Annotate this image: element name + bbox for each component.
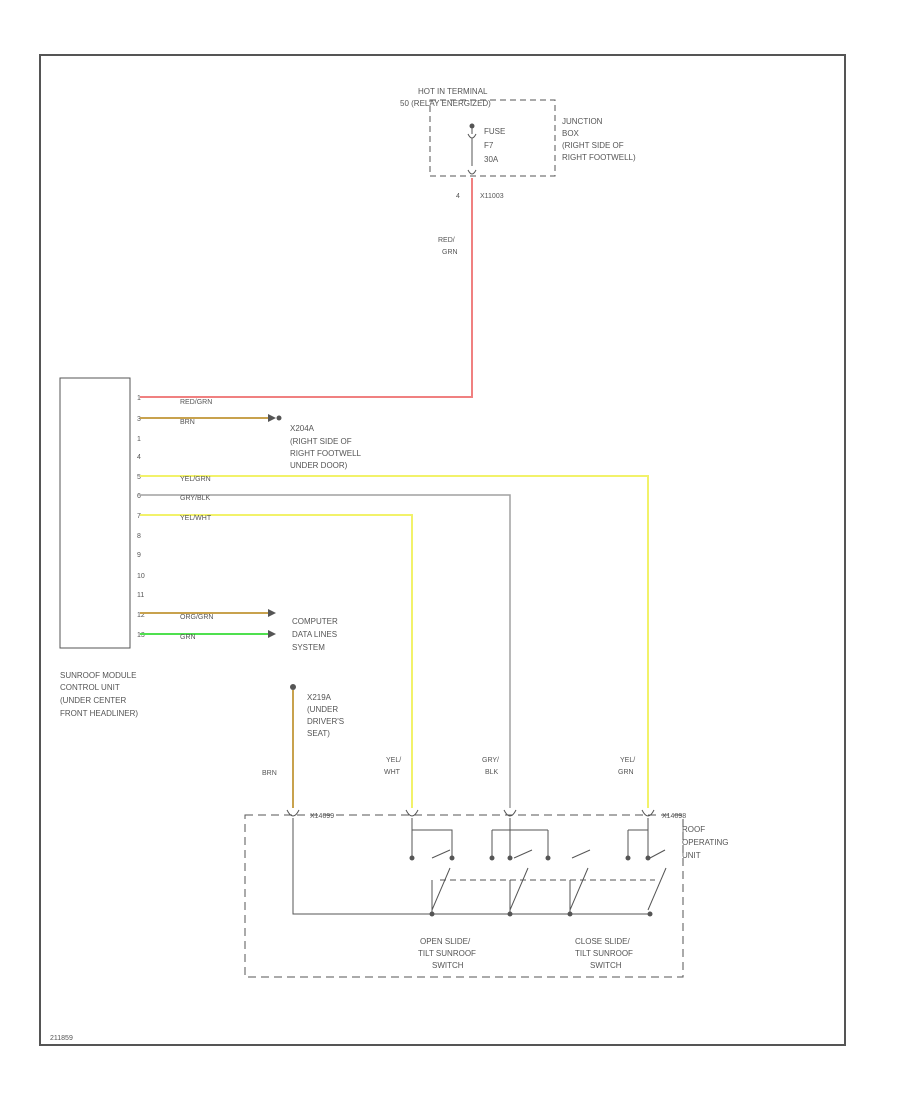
wire-label-grn: GRN bbox=[180, 634, 196, 641]
computer-line1: COMPUTER bbox=[292, 617, 338, 626]
wire-label-gry-blk: GRY/BLK bbox=[180, 495, 211, 502]
ground-x204a-line2: (RIGHT SIDE OF bbox=[290, 437, 352, 446]
switch-internal-wiring bbox=[292, 818, 667, 915]
diagram-frame bbox=[39, 54, 846, 1046]
open-switch-line1: OPEN SLIDE/ bbox=[420, 937, 471, 946]
switch-wire-yel-wht-2: WHT bbox=[384, 769, 401, 776]
ground-x219a-line1: X219A bbox=[307, 693, 332, 702]
module-pin-6: 6 bbox=[137, 493, 141, 500]
module-label-line1: SUNROOF MODULE bbox=[60, 671, 136, 680]
fuse-connector-id: X11003 bbox=[480, 193, 504, 200]
module-pin-13: 13 bbox=[137, 632, 145, 639]
wire-gry-blk bbox=[140, 494, 511, 808]
junction-box-outline bbox=[429, 99, 556, 177]
switch-conn-right: X14098 bbox=[662, 813, 686, 820]
sunroof-module-box bbox=[59, 377, 131, 649]
switch-conn-left: X14099 bbox=[310, 813, 334, 820]
ground-x219a-line4: SEAT) bbox=[307, 729, 330, 738]
wire-red-grn-label-line2: GRN bbox=[442, 249, 458, 256]
module-pin-12: 12 bbox=[137, 612, 145, 619]
open-switch-line2: TILT SUNROOF bbox=[418, 949, 476, 958]
fuse-connector-pin: 4 bbox=[456, 193, 460, 200]
computer-arrow-2 bbox=[268, 630, 276, 638]
module-pin-8: 8 bbox=[137, 533, 141, 540]
module-pin-7: 7 bbox=[137, 513, 141, 520]
ground-x204a-terminal bbox=[276, 415, 282, 421]
wire-label-yel-grn: YEL/GRN bbox=[180, 476, 211, 483]
wire-label-brn: BRN bbox=[180, 419, 195, 426]
module-pin-1b: 1 bbox=[137, 436, 141, 443]
module-label-line3: (UNDER CENTER bbox=[60, 696, 126, 705]
junction-label-line2: BOX bbox=[562, 129, 580, 138]
diagram-code: 211859 bbox=[50, 1035, 73, 1042]
fuse-title-line1: HOT IN TERMINAL bbox=[418, 87, 488, 96]
ground-x204a-line4: UNDER DOOR) bbox=[290, 461, 348, 470]
roof-unit-label-line2: OPERATING bbox=[682, 838, 729, 847]
fuse-connector-symbol bbox=[467, 169, 477, 175]
fuse-label-line3: 30A bbox=[484, 155, 499, 164]
fuse-title-line2: 50 (RELAY ENERGIZED) bbox=[400, 99, 491, 108]
module-pin-10: 10 bbox=[137, 573, 145, 580]
wire-label-red-grn: RED/GRN bbox=[180, 399, 212, 406]
wire-label-org-grn: ORG/GRN bbox=[180, 614, 213, 621]
ground-x204a-line1: X204A bbox=[290, 424, 315, 433]
ground-x219a-terminal bbox=[290, 684, 296, 690]
roof-unit-label-line1: ROOF bbox=[682, 825, 705, 834]
fuse-label-line2: F7 bbox=[484, 141, 494, 150]
wire-yel-wht bbox=[140, 514, 413, 808]
wire-red-grn bbox=[140, 178, 473, 398]
module-label-line4: FRONT HEADLINER) bbox=[60, 709, 138, 718]
switch-connector-1 bbox=[286, 809, 300, 817]
switch-connector-2 bbox=[405, 809, 419, 817]
switch-wire-brn: BRN bbox=[262, 770, 277, 777]
close-switch-line1: CLOSE SLIDE/ bbox=[575, 937, 630, 946]
junction-label-line3: (RIGHT SIDE OF bbox=[562, 141, 624, 150]
wire-red-grn-label-line1: RED/ bbox=[438, 237, 455, 244]
switch-wire-gry-blk-2: BLK bbox=[485, 769, 499, 776]
module-pin-11: 11 bbox=[137, 592, 144, 599]
junction-label-line1: JUNCTION bbox=[562, 117, 603, 126]
close-switch-line2: TILT SUNROOF bbox=[575, 949, 633, 958]
roof-operating-unit-outline bbox=[244, 814, 684, 978]
wire-yel-grn bbox=[140, 475, 649, 808]
roof-unit-label-line3: UNIT bbox=[682, 851, 701, 860]
ground-x204a-arrow bbox=[268, 414, 276, 422]
module-pin-5: 5 bbox=[137, 474, 141, 481]
ground-x219a-line2: (UNDER bbox=[307, 705, 338, 714]
ground-x204a-line3: RIGHT FOOTWELL bbox=[290, 449, 362, 458]
switch-connector-4 bbox=[641, 809, 655, 817]
switch-connector-3 bbox=[503, 809, 517, 817]
switch-wire-gry-blk-1: GRY/ bbox=[482, 757, 499, 764]
switch-wire-yel-grn-1: YEL/ bbox=[620, 757, 635, 764]
switch-wire-yel-wht-1: YEL/ bbox=[386, 757, 401, 764]
switch-contact-points bbox=[409, 855, 653, 917]
junction-label-line4: RIGHT FOOTWELL) bbox=[562, 153, 636, 162]
module-pin-1: 1 bbox=[137, 395, 141, 402]
wire-label-yel-wht: YEL/WHT bbox=[180, 515, 212, 522]
close-switch-line3: SWITCH bbox=[590, 961, 622, 970]
ground-x219a-line3: DRIVER'S bbox=[307, 717, 344, 726]
computer-line3: SYSTEM bbox=[292, 643, 325, 652]
open-switch-line3: SWITCH bbox=[432, 961, 464, 970]
module-pin-9: 9 bbox=[137, 552, 141, 559]
switch-wire-yel-grn-2: GRN bbox=[618, 769, 634, 776]
fuse-symbol bbox=[467, 126, 477, 166]
fuse-label-line1: FUSE bbox=[484, 127, 505, 136]
module-pin-3: 3 bbox=[137, 416, 141, 423]
module-pin-4: 4 bbox=[137, 454, 141, 461]
computer-line2: DATA LINES bbox=[292, 630, 337, 639]
computer-arrow-1 bbox=[268, 609, 276, 617]
module-label-line2: CONTROL UNIT bbox=[60, 683, 120, 692]
